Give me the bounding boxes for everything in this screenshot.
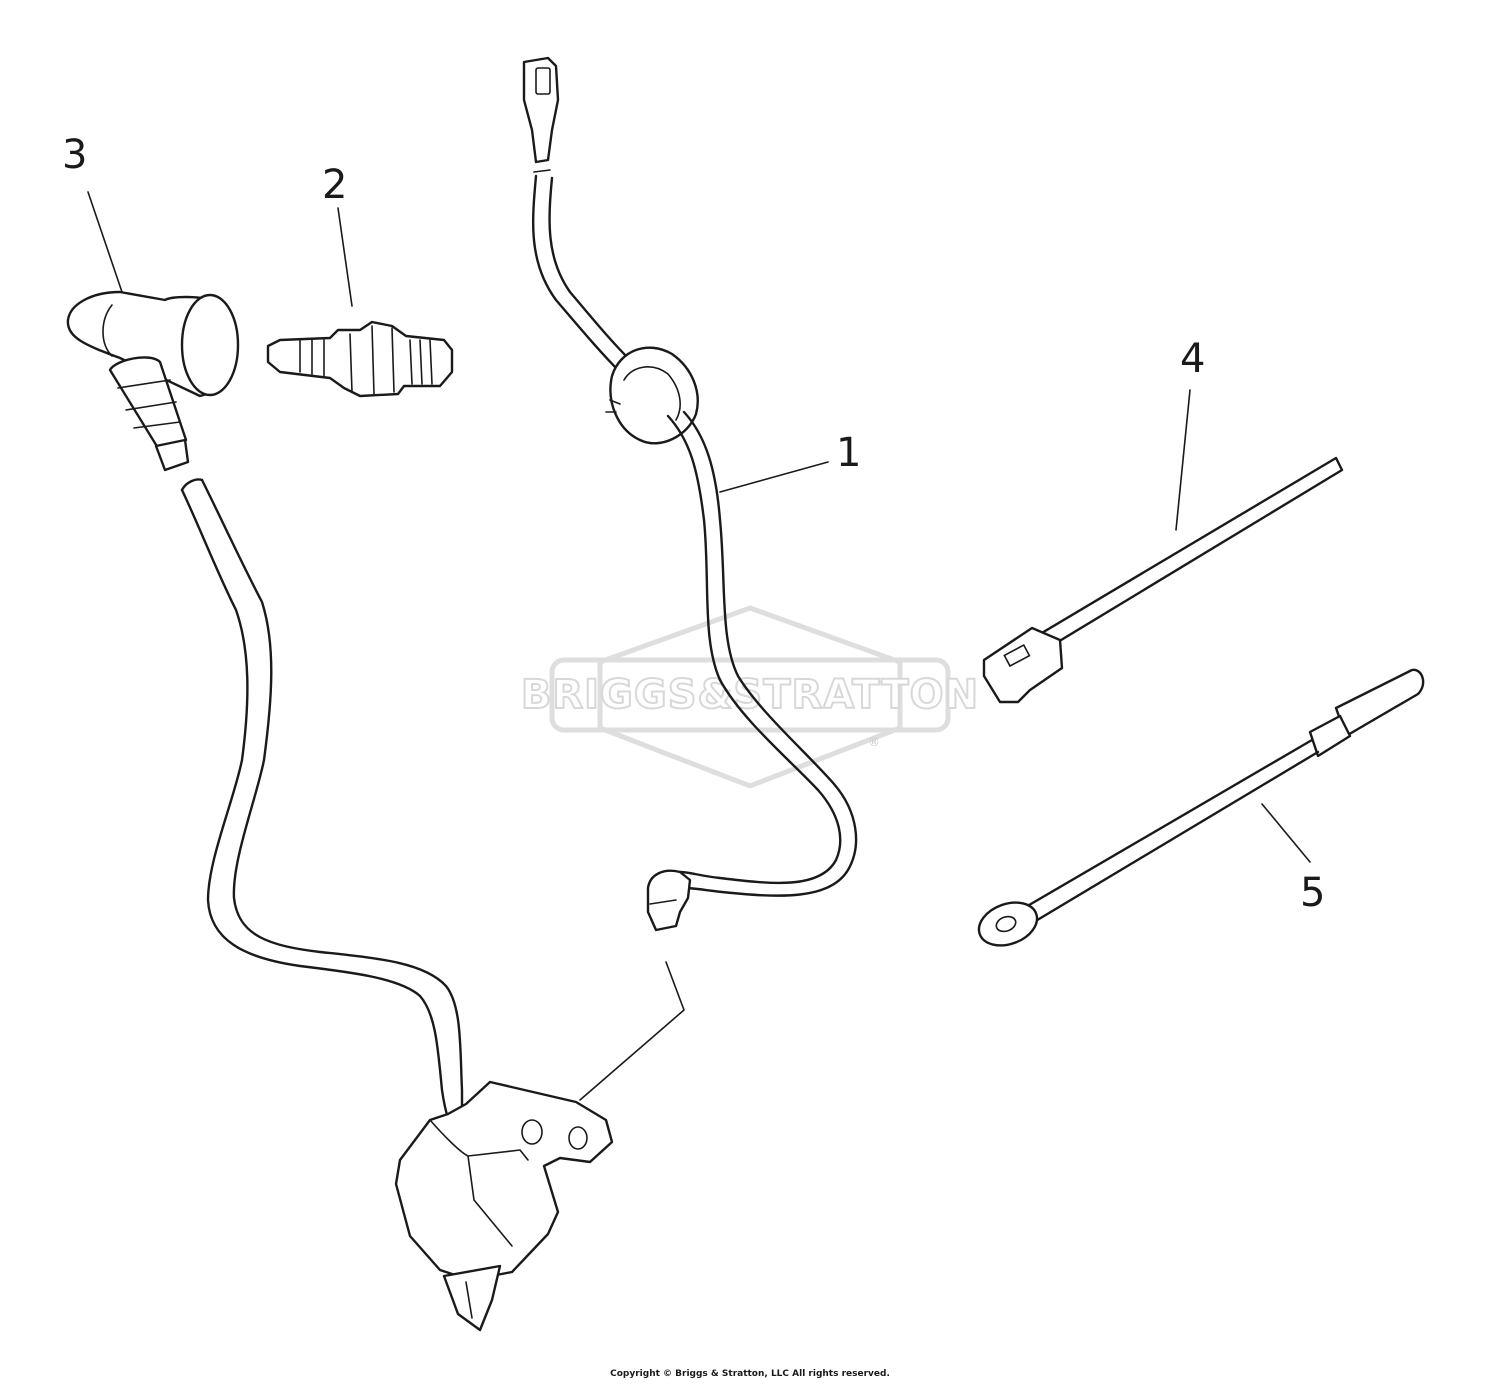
callout-leaders xyxy=(87,191,1311,1101)
callout-2-number: 2 xyxy=(322,162,347,208)
callout-1-leader xyxy=(719,461,829,493)
watermark-registered-mark: ® xyxy=(868,735,880,749)
spark-plug-boot xyxy=(66,290,240,472)
callout-3-number: 3 xyxy=(62,132,87,178)
callout-2-leader xyxy=(337,207,353,307)
callout-5-number: 5 xyxy=(1300,870,1325,916)
armature-lead-leader xyxy=(579,961,685,1101)
cable-tie xyxy=(982,456,1344,704)
ignition-armature xyxy=(394,1080,614,1332)
spark-plug-lead xyxy=(180,478,464,1120)
copyright-footer: Copyright © Briggs & Stratton, LLC All r… xyxy=(610,1369,890,1379)
watermark-brand-text: BRIGGS&STRATTON xyxy=(521,672,979,718)
ignition-ground-wire xyxy=(522,56,858,932)
callout-4-leader xyxy=(1175,389,1191,531)
briggs-stratton-watermark: BRIGGS&STRATTON ® xyxy=(520,605,979,789)
callout-4-number: 4 xyxy=(1180,336,1205,382)
ground-wire xyxy=(977,668,1425,947)
callout-3-leader xyxy=(87,191,123,293)
spark-plug xyxy=(266,320,454,398)
callout-5-leader xyxy=(1261,803,1311,863)
callout-1-number: 1 xyxy=(836,430,861,476)
